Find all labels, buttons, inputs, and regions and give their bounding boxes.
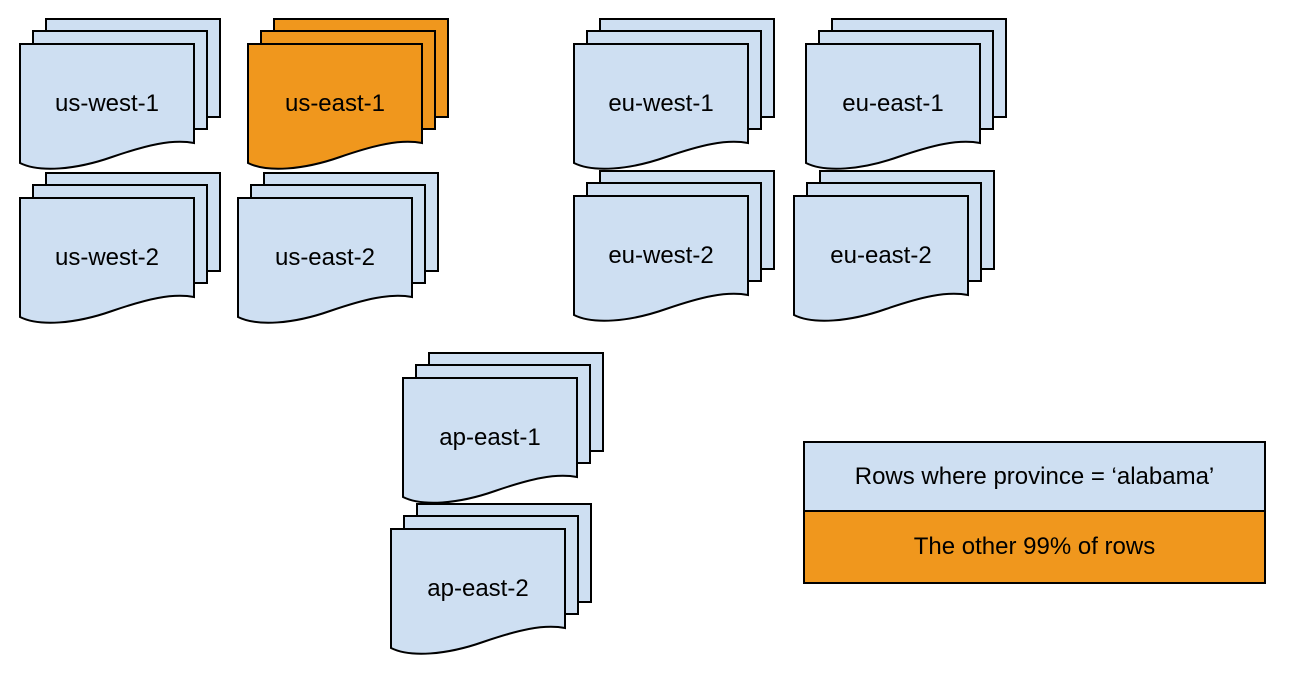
document-front-shape [19,43,195,170]
legend-row-alabama: Rows where province = ‘alabama’ [805,443,1264,513]
region-label: us-east-1 [284,90,386,117]
region-label: ap-east-1 [439,424,541,451]
legend: Rows where province = ‘alabama’ The othe… [803,441,1266,584]
region-stack-ap-east-1: ap-east-1 [402,352,604,504]
region-label: us-west-1 [54,90,160,117]
document-front-shape [19,197,195,324]
region-stack-ap-east-2: ap-east-2 [390,503,592,655]
region-stack-eu-east-1: eu-east-1 [805,18,1007,170]
legend-row-other-rows: The other 99% of rows [805,512,1264,582]
document-front-shape [402,377,578,504]
document-front-shape [573,195,749,322]
region-stack-us-west-1: us-west-1 [19,18,221,170]
region-label: eu-east-2 [830,242,932,269]
region-stack-us-east-2: us-east-2 [237,172,439,324]
legend-label: The other 99% of rows [913,533,1156,560]
region-label: us-west-2 [54,244,160,271]
region-label: eu-west-1 [608,90,714,117]
region-label: us-east-2 [274,244,376,271]
document-front-shape [237,197,413,324]
region-stack-us-west-2: us-west-2 [19,172,221,324]
region-stack-us-east-1: us-east-1 [247,18,449,170]
legend-label: Rows where province = ‘alabama’ [854,462,1215,490]
document-front-shape [390,528,566,655]
region-stack-eu-east-2: eu-east-2 [793,170,995,322]
region-label: eu-east-1 [842,90,944,117]
document-front-shape [247,43,423,170]
document-front-shape [793,195,969,322]
document-front-shape [805,43,981,170]
region-stack-eu-west-1: eu-west-1 [573,18,775,170]
document-front-shape [573,43,749,170]
region-label: eu-west-2 [608,242,714,269]
region-label: ap-east-2 [427,575,529,602]
region-stack-eu-west-2: eu-west-2 [573,170,775,322]
